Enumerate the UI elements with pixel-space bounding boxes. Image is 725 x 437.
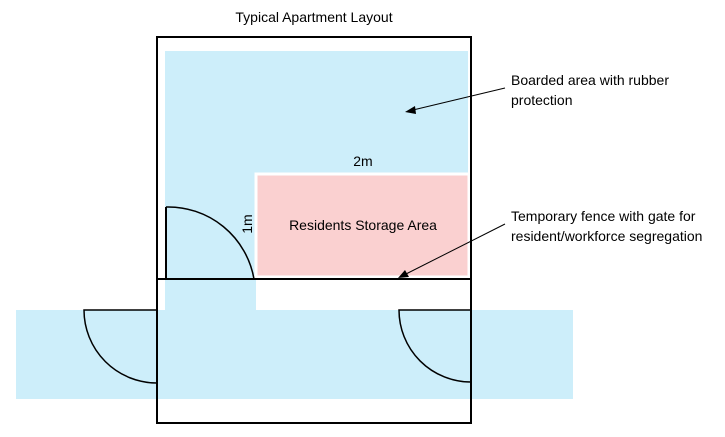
apartment-lower-boarded-area (160, 310, 469, 399)
fence-annotation-line2: resident/workforce segregation (511, 228, 702, 244)
boarded-area-arrow-line (412, 87, 506, 111)
boarded-area-arrow-head (405, 106, 416, 114)
left-entry-door (83, 309, 158, 384)
storage-width-label: 2m (353, 153, 372, 169)
fence-annotation-line1: Temporary fence with gate for (511, 208, 696, 224)
right-entry-door (398, 309, 472, 383)
walkway-boarded-strip (165, 279, 256, 310)
fence-arrow-head (398, 270, 409, 278)
boarded-area-annotation-line1: Boarded area with rubber (511, 72, 669, 88)
diagram-title: Typical Apartment Layout (235, 9, 392, 25)
boarded-area-annotation-line2: protection (511, 92, 572, 108)
storage-area-label: Residents Storage Area (289, 217, 437, 233)
apartment-outline (156, 36, 472, 424)
storage-height-label: 1m (239, 214, 255, 233)
fence-gate-door (165, 206, 255, 280)
fence-arrow-line (403, 223, 506, 276)
